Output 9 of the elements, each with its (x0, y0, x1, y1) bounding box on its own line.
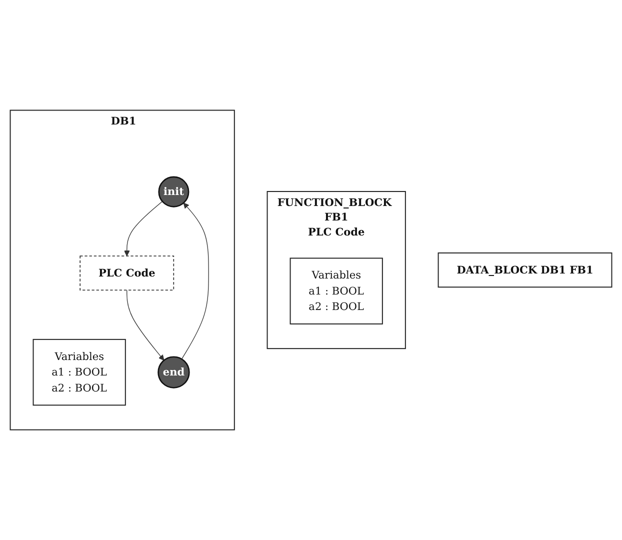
node-box: PLC Code (80, 256, 174, 290)
node-box: Variables a1 : BOOL a2 : BOOL (32, 338, 126, 406)
node-circle: init (158, 176, 190, 208)
arrow (181, 202, 209, 360)
node-circle: end (158, 356, 190, 388)
arrow (126, 290, 164, 361)
arrow (124, 201, 163, 256)
node-box: Variables a1 : BOOL a2 : BOOL (290, 258, 383, 324)
node-box: DATA_BLOCK DB1 FB1 (438, 252, 612, 288)
